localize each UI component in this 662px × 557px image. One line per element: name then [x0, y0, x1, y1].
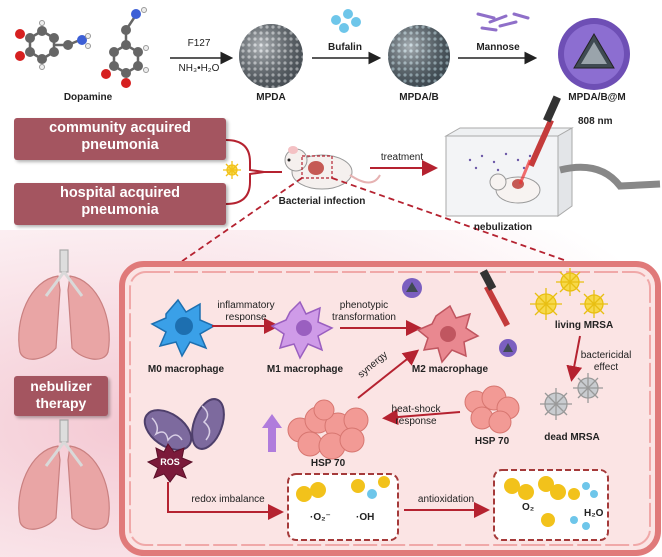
lungs-bottom-icon: [18, 419, 110, 530]
mpda-b-label: MPDA/B: [399, 92, 439, 103]
community-pneumonia-line2: pneumonia: [81, 137, 159, 153]
bacterial-infection-label: Bacterial infection: [278, 196, 366, 207]
water-label: H₂O: [584, 508, 604, 519]
community-pneumonia-line1: community acquired: [49, 120, 191, 136]
hospital-pneumonia-line1: hospital acquired: [59, 185, 181, 201]
hsp70-right-icon: [464, 385, 520, 434]
zoom-line-left: [177, 177, 303, 265]
increase-arrow-icon: [262, 414, 282, 452]
hsp70-left-icon: [287, 399, 369, 460]
hsp70-right-label: HSP 70: [474, 436, 510, 447]
dead-mrsa-icon: [540, 373, 603, 420]
bactericidal-effect-label: bactericidal effect: [581, 350, 632, 374]
superoxide-label: ·O₂⁻: [310, 512, 331, 523]
nanoparticle-small-2-icon: [499, 339, 517, 357]
heat-shock-arrow: [382, 409, 461, 426]
hospital-pneumonia-line2: pneumonia: [81, 202, 159, 218]
redox-imbalance-label: redox imbalance: [191, 494, 265, 505]
mitochondria-icon: [143, 398, 225, 451]
redox-arrow: [167, 482, 284, 520]
dopamine-molecule-2-icon: [101, 7, 149, 88]
heat-shock-line1: heat-shock: [391, 404, 441, 415]
m1-macrophage-icon: [270, 300, 334, 360]
m1-macrophage-label: M1 macrophage: [266, 364, 344, 375]
mannose-label: Mannose: [476, 42, 520, 53]
phenotypic-line1: phenotypic: [339, 300, 389, 311]
inflammatory-line1: inflammatory: [217, 300, 275, 311]
m0-macrophage-icon: [150, 298, 216, 358]
bufalin-label: Bufalin: [328, 42, 362, 53]
hydroxyl-label: ·OH: [356, 512, 375, 523]
nebulizer-therapy-line2: therapy: [35, 395, 87, 411]
antioxidation-label: antioxidation: [417, 494, 475, 505]
community-pneumonia-pill: community acquired pneumonia: [14, 118, 226, 160]
laser-icon: [479, 269, 510, 327]
mpda-label: MPDA: [256, 92, 286, 103]
mpda-nanoparticle-icon: [239, 24, 303, 88]
lungs-top-icon: [18, 249, 110, 360]
hospital-pneumonia-pill: hospital acquired pneumonia: [14, 183, 226, 225]
bactericidal-line1: bactericidal: [580, 350, 632, 361]
phenotypic-line2: transformation: [332, 312, 396, 323]
ammonia-label: NH₃•H₂O: [178, 63, 220, 74]
mpda-b-nanoparticle-icon: [388, 25, 450, 87]
f127-label: F127: [187, 38, 211, 49]
oxygen-label: O₂: [522, 502, 535, 513]
inflammatory-response-label: inflammatory response: [217, 300, 274, 324]
m2-macrophage-icon: [416, 304, 480, 364]
mannose-icon: [476, 12, 530, 32]
synergy-arrow: [357, 349, 420, 399]
nanoparticle-small-1-icon: [402, 278, 422, 298]
mpda-b-m-nanoparticle-icon: [558, 18, 630, 90]
products-molecules-icon: [504, 476, 598, 530]
dopamine-label: Dopamine: [63, 92, 113, 103]
nebulizer-therapy-pill: nebulizer therapy: [14, 376, 108, 416]
hsp70-left-label: HSP 70: [310, 458, 346, 469]
living-mrsa-icon: [530, 268, 608, 320]
bacterium-small-icon: [223, 161, 241, 179]
bactericidal-line2: effect: [593, 362, 619, 373]
dopamine-molecule-1-icon: [15, 20, 91, 70]
nebulizer-therapy-line1: nebulizer: [30, 378, 92, 394]
ros-label: ROS: [160, 457, 180, 467]
inflammatory-line2: response: [225, 312, 267, 323]
infected-mouse-icon: [284, 146, 381, 190]
m0-macrophage-label: M0 macrophage: [147, 364, 225, 375]
dead-mrsa-label: dead MRSA: [544, 432, 600, 443]
heat-shock-line2: response: [395, 416, 437, 427]
ros-burst-icon: [146, 443, 194, 483]
phenotypic-transformation-label: phenotypic transformation: [332, 300, 396, 324]
m2-macrophage-label: M2 macrophage: [411, 364, 489, 375]
heat-shock-label: heat-shock response: [392, 404, 441, 428]
ros-molecules-icon: [296, 476, 390, 502]
treatment-label: treatment: [380, 152, 424, 163]
nebulization-chamber-icon: [444, 95, 661, 217]
nebulization-label: nebulization: [473, 222, 533, 233]
living-mrsa-label: living MRSA: [554, 320, 614, 331]
bactericidal-arrow: [566, 335, 583, 382]
laser-wavelength-label: 808 nm: [578, 116, 613, 127]
zoom-line-right: [331, 177, 565, 261]
mpda-b-m-label: MPDA/B@M: [568, 92, 626, 103]
bufalin-icon: [331, 9, 361, 33]
